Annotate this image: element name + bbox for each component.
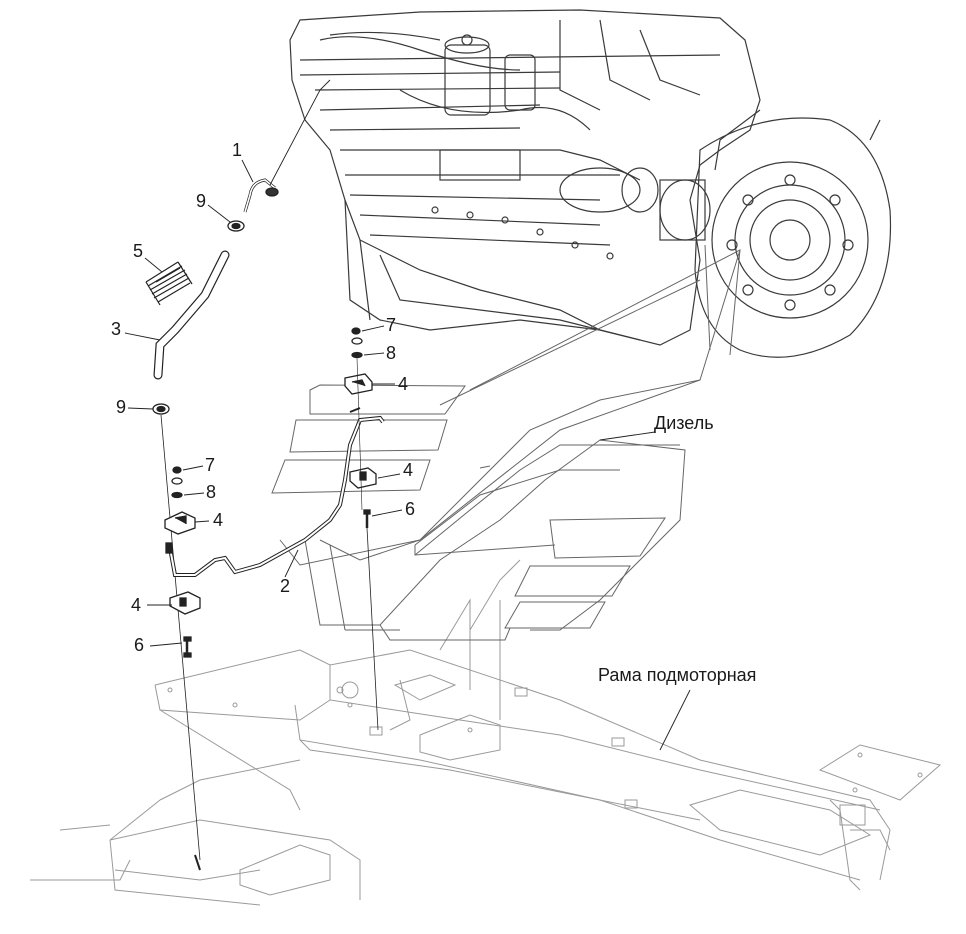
leader-7-upper: [361, 325, 385, 332]
label-engine-frame: Рама подмоторная: [598, 665, 757, 685]
callout-4-mid: 4: [403, 460, 414, 480]
leader-4-lower-left: [194, 520, 210, 523]
callout-7-lower: 7: [205, 455, 216, 475]
leader-lines: [124, 159, 691, 751]
hose-assembly: [145, 79, 385, 871]
callout-3: 3: [111, 319, 122, 339]
leader-5: [144, 257, 163, 273]
callout-9-lower: 9: [116, 397, 127, 417]
part-5-spring: [145, 261, 193, 306]
leader-6-upper: [371, 509, 403, 517]
leader-2: [284, 549, 299, 578]
part-4-block-4: [169, 591, 201, 615]
leader-4-mid: [377, 473, 401, 479]
leader-3: [124, 332, 161, 341]
leader-8-lower: [183, 492, 205, 496]
callout-1: 1: [232, 140, 243, 160]
leader-frame: [659, 689, 691, 751]
part-4-block-1: [344, 373, 373, 395]
leader-9-top: [207, 204, 231, 223]
part-7-nut-upper-a: [351, 327, 361, 335]
part-7-nut-upper-b: [351, 337, 363, 345]
callout-9-top: 9: [196, 191, 207, 211]
leader-diesel: [599, 431, 656, 441]
callout-4-bottom: 4: [131, 595, 142, 615]
callout-8-upper: 8: [386, 343, 397, 363]
part-4-block-3: [164, 511, 196, 535]
part-8-washer-lower: [171, 491, 183, 499]
floor-panels: [271, 244, 741, 641]
callout-2: 2: [280, 576, 291, 596]
engine-illustration: [289, 9, 892, 358]
callout-8-lower: 8: [206, 482, 217, 502]
part-7-nut-lower-b: [171, 477, 183, 485]
callout-5: 5: [133, 241, 144, 261]
part-7-nut-lower-a: [172, 466, 182, 474]
leader-6-lower: [149, 642, 183, 647]
leader-9-lower: [127, 407, 154, 410]
part-6-bolt-upper: [363, 509, 379, 731]
callout-6-upper: 6: [405, 499, 416, 519]
label-diesel: Дизель: [654, 413, 714, 433]
part-6-bolt-lower: [183, 636, 192, 658]
callout-4-upper: 4: [398, 374, 409, 394]
part-8-washer-upper: [351, 351, 363, 359]
leader-8-upper: [363, 352, 385, 356]
leader-1: [241, 159, 254, 183]
callout-6-lower: 6: [134, 635, 145, 655]
part-4-block-2: [349, 467, 377, 489]
engine-frame-illustration: [30, 559, 942, 906]
callout-7-upper: 7: [386, 315, 397, 335]
leader-7-lower: [182, 465, 204, 471]
callout-4-lower-left: 4: [213, 510, 224, 530]
